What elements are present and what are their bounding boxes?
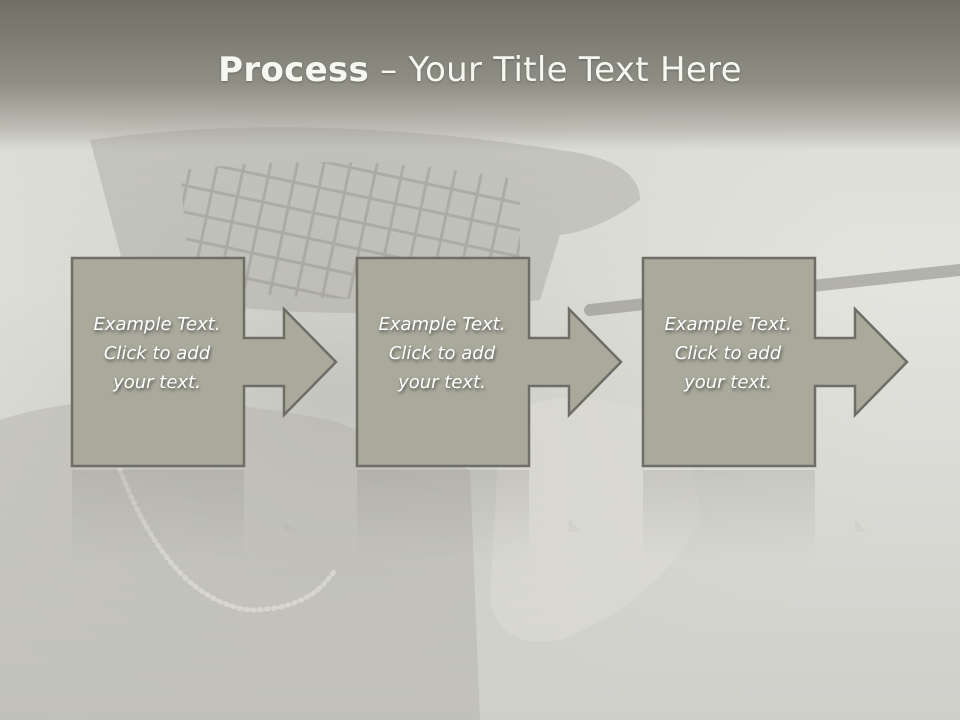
step-text-line: Click to add [674, 343, 782, 364]
step-text[interactable]: Example Text. Click to add your text. [643, 310, 813, 397]
step-reflection [357, 470, 581, 560]
step-text[interactable]: Example Text. Click to add your text. [72, 310, 242, 397]
slide-title[interactable]: Process – Your Title Text Here [0, 50, 960, 90]
step-text-line: Example Text. [93, 314, 221, 335]
step-text-line: your text. [684, 372, 772, 393]
step-reflection [72, 470, 296, 560]
step-reflection [643, 470, 867, 560]
step-text-line: Click to add [103, 343, 211, 364]
step-text[interactable]: Example Text. Click to add your text. [357, 310, 527, 397]
title-bold-part: Process [218, 50, 370, 90]
title-rest-part: – Your Title Text Here [369, 50, 742, 90]
step-text-line: your text. [113, 372, 201, 393]
arrow-right-icon [641, 256, 909, 468]
step-text-line: Click to add [388, 343, 496, 364]
title-band [0, 0, 960, 150]
step-text-line: Example Text. [664, 314, 792, 335]
arrow-right-icon [70, 256, 338, 468]
arrow-right-icon [355, 256, 623, 468]
process-step-3[interactable]: Example Text. Click to add your text. [641, 256, 911, 468]
step-text-line: Example Text. [378, 314, 506, 335]
process-step-1[interactable]: Example Text. Click to add your text. [70, 256, 340, 468]
step-text-line: your text. [398, 372, 486, 393]
process-step-2[interactable]: Example Text. Click to add your text. [355, 256, 625, 468]
